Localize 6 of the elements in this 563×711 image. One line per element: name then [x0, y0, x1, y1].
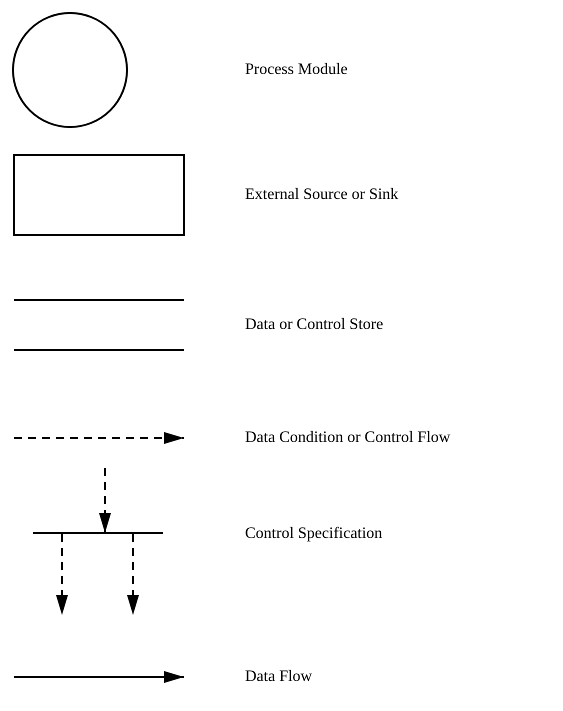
legend-text: External Source or Sink	[245, 185, 398, 205]
legend-text: Data Condition or Control Flow	[245, 428, 450, 448]
legend-text: Data Flow	[245, 667, 312, 687]
legend-text: Process Module	[245, 60, 348, 80]
legend-text: Control Specification	[245, 524, 382, 544]
legend-text: Data or Control Store	[245, 315, 384, 335]
